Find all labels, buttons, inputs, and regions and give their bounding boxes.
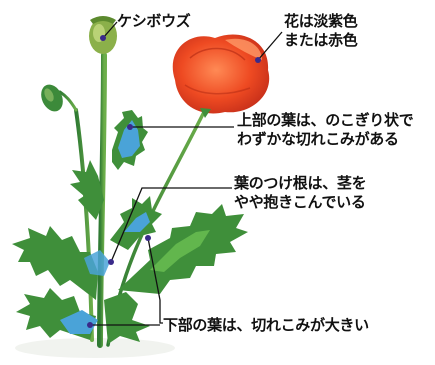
label-flower-line-2: または赤色 xyxy=(284,31,358,49)
label-upper-leaf-line-1: 上部の葉は、のこぎり状で xyxy=(237,111,414,129)
leader-leaf-base xyxy=(110,187,232,263)
label-flower: 花は淡紫色 または赤色 xyxy=(284,12,358,50)
label-upper-leaf-line-2: わずかな切れこみがある xyxy=(237,130,399,148)
marker-flower xyxy=(255,57,261,63)
marker-lower-leaf-left xyxy=(87,322,93,328)
ground-shadow xyxy=(15,338,175,358)
upper-leaf xyxy=(112,110,148,170)
marker-lower-leaf-right xyxy=(145,235,151,241)
leader-bud xyxy=(102,21,118,39)
label-lower-leaf-text: 下部の葉は、切れこみが大きい xyxy=(163,316,369,334)
mid-leaves xyxy=(70,160,162,250)
marker-bud xyxy=(100,35,106,41)
lower-right-leaf xyxy=(118,204,248,294)
lower-left-leaves xyxy=(12,226,150,344)
label-lower-leaf: 下部の葉は、切れこみが大きい xyxy=(163,316,369,335)
label-leaf-base-line-1: 葉のつけ根は、茎を xyxy=(234,174,367,192)
label-bud: ケシボウズ xyxy=(117,12,191,31)
label-upper-leaf: 上部の葉は、のこぎり状で わずかな切れこみがある xyxy=(237,111,414,149)
drooping-bud xyxy=(41,84,63,112)
label-leaf-base: 葉のつけ根は、茎を やや抱きこんでいる xyxy=(234,174,367,212)
leader-flower xyxy=(257,31,283,61)
marker-leaf-base xyxy=(108,259,114,265)
leader-lower-leaf-1 xyxy=(147,237,163,324)
poppy-flower xyxy=(172,34,270,118)
label-bud-text: ケシボウズ xyxy=(117,12,191,30)
label-flower-line-1: 花は淡紫色 xyxy=(284,12,358,30)
marker-upper-leaf xyxy=(127,124,133,130)
label-leaf-base-line-2: やや抱きこんでいる xyxy=(234,193,366,211)
